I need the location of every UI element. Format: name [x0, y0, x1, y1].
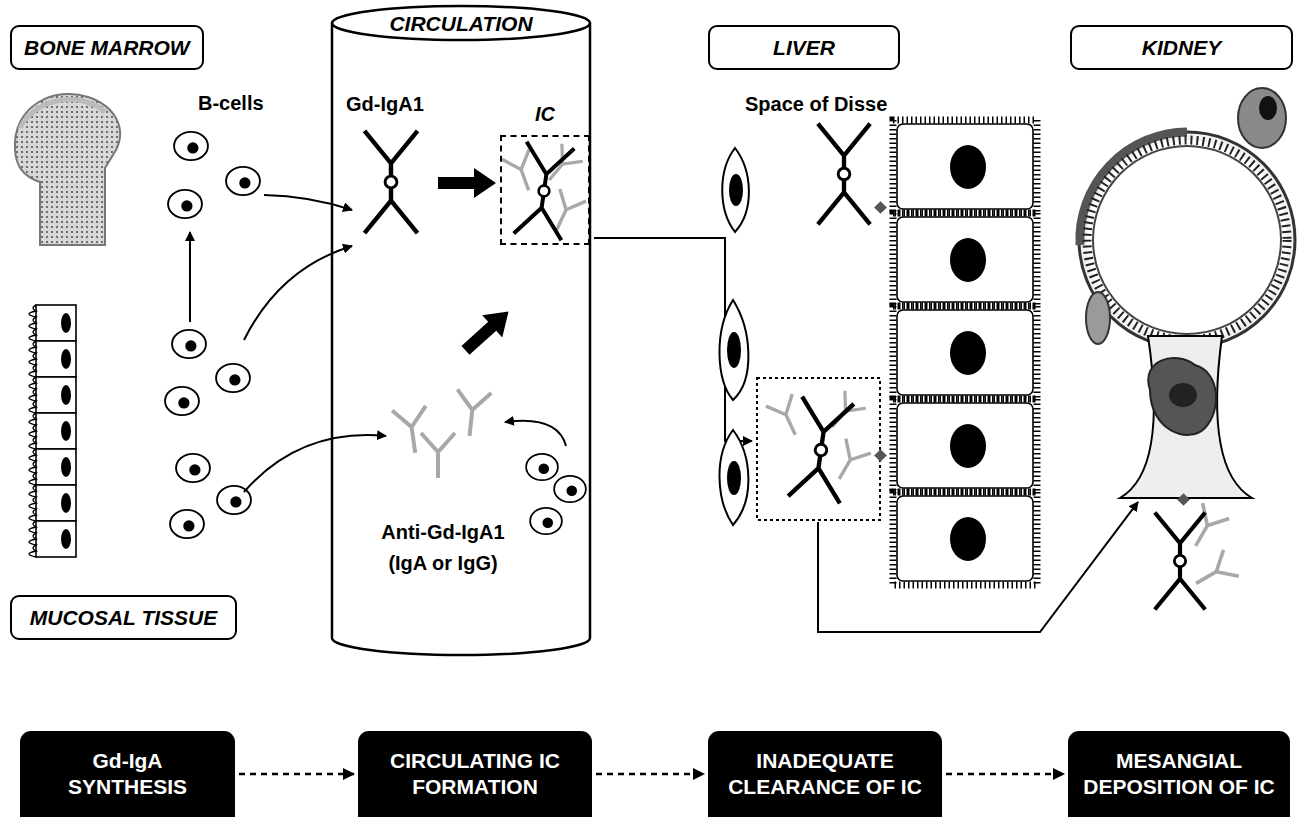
microvilli — [29, 413, 36, 449]
process-step-box: INADEQUATE CLEARANCE OF IC — [708, 731, 942, 817]
production-arrows — [190, 195, 566, 492]
region-title: LIVER — [773, 36, 835, 60]
cell-nucleus — [61, 529, 71, 549]
deposited-immune-complex — [1155, 503, 1239, 609]
process-step-box: MESANGIAL DEPOSITION OF IC — [1068, 731, 1290, 817]
cylinder-side — [332, 23, 590, 655]
cell-nucleus — [61, 493, 71, 513]
microvilli — [893, 213, 1037, 306]
region-title: BONE MARROW — [24, 36, 190, 60]
region-title: CIRCULATION — [330, 12, 592, 36]
cell-nucleus — [61, 349, 71, 369]
microvilli — [29, 521, 36, 557]
epithelial-cell — [36, 377, 76, 413]
microvilli — [29, 377, 36, 413]
cell-nucleus — [61, 385, 71, 405]
endothelial-cells — [719, 148, 748, 525]
hepatocyte — [897, 403, 1033, 488]
epithelial-cell — [36, 485, 76, 521]
hepatocyte — [897, 217, 1033, 302]
liver-immune-complex — [757, 378, 887, 520]
cell-nucleus — [950, 517, 986, 561]
cell-nucleus — [61, 457, 71, 477]
gd-iga1-antibody — [364, 131, 417, 233]
hepatocytes — [893, 120, 1037, 585]
hepatocyte — [897, 124, 1033, 209]
glomerulus — [1079, 88, 1295, 506]
microvilli — [29, 341, 36, 377]
epithelial-cell — [36, 305, 76, 341]
step-text: CIRCULATING IC FORMATION — [372, 748, 578, 801]
region-label-box: LIVER — [708, 25, 900, 70]
microvilli — [29, 449, 36, 485]
b-cells — [165, 132, 586, 538]
anti-gd-iga1-antibodies — [392, 389, 491, 478]
dashed-flow-arrow — [596, 773, 704, 776]
annotation-label: Anti-Gd-IgA1 (IgA or IgG) — [366, 517, 520, 579]
microvilli — [893, 306, 1037, 399]
cell-nucleus — [950, 331, 986, 375]
cell-nucleus — [950, 238, 986, 282]
region-label-box: BONE MARROW — [10, 25, 204, 70]
step-text: MESANGIAL DEPOSITION OF IC — [1082, 748, 1276, 801]
hepatocyte — [897, 496, 1033, 581]
bone-illustration — [15, 94, 120, 245]
immune-complex-box: IC — [500, 93, 590, 245]
cell-nucleus — [950, 424, 986, 468]
dotted-outline — [500, 135, 590, 245]
region-title: IC — [500, 102, 590, 126]
cell-nucleus — [950, 145, 986, 189]
process-step-box: CIRCULATING IC FORMATION — [358, 731, 592, 817]
microvilli — [893, 399, 1037, 492]
cell-nucleus — [61, 313, 71, 333]
region-title: KIDNEY — [1142, 36, 1221, 60]
microvilli — [893, 492, 1037, 585]
thick-arrows — [438, 168, 519, 362]
epithelial-cell — [36, 413, 76, 449]
process-step-box: Gd-IgA SYNTHESIS — [20, 731, 235, 817]
microvilli — [893, 120, 1037, 213]
immune-complex — [502, 142, 586, 240]
dashed-flow-arrow — [946, 773, 1064, 776]
dashed-flow-arrow — [239, 773, 354, 776]
step-text: INADEQUATE CLEARANCE OF IC — [722, 748, 928, 801]
microvilli — [29, 305, 36, 341]
annotation-label: Space of Disse — [745, 93, 887, 116]
mucosal-epithelium — [29, 305, 76, 557]
annotation-label: Gd-IgA1 — [346, 93, 424, 116]
cell-nucleus — [61, 421, 71, 441]
epithelial-cell — [36, 341, 76, 377]
annotation-label: B-cells — [198, 92, 264, 115]
region-title: MUCOSAL TISSUE — [30, 606, 217, 630]
region-label-box: KIDNEY — [1070, 25, 1293, 70]
liver-gd-iga1 — [818, 124, 887, 225]
microvilli — [29, 485, 36, 521]
epithelial-cell — [36, 521, 76, 557]
step-text: Gd-IgA SYNTHESIS — [34, 748, 221, 801]
clearance-route — [594, 238, 1138, 632]
hepatocyte — [897, 310, 1033, 395]
epithelial-cell — [36, 449, 76, 485]
region-label-box: MUCOSAL TISSUE — [10, 595, 237, 640]
